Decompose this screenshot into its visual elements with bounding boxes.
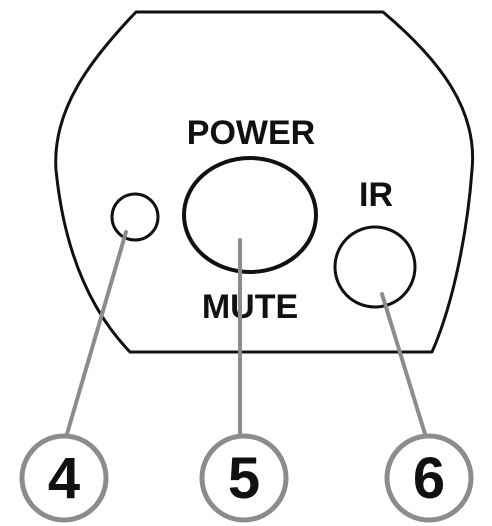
power-label: POWER xyxy=(187,114,315,152)
callout-circle-6 xyxy=(384,433,474,523)
callout-number-4: 4 xyxy=(48,446,80,511)
panel-outline xyxy=(54,10,475,354)
power-mute-button xyxy=(182,156,318,274)
callout-6: 6 xyxy=(384,433,474,523)
callout-circle-4 xyxy=(19,433,109,523)
callout-4: 4 xyxy=(19,433,109,523)
mute-label: MUTE xyxy=(202,288,298,326)
leader-line-6 xyxy=(380,292,427,436)
callout-5: 5 xyxy=(199,433,289,523)
callout-circle-5 xyxy=(199,433,289,523)
indicator-led xyxy=(110,192,160,242)
leader-line-4 xyxy=(65,230,128,436)
callout-number-6: 6 xyxy=(413,446,445,511)
callout-number-5: 5 xyxy=(228,446,260,511)
ir-sensor xyxy=(333,225,417,309)
ir-label: IR xyxy=(359,176,393,214)
